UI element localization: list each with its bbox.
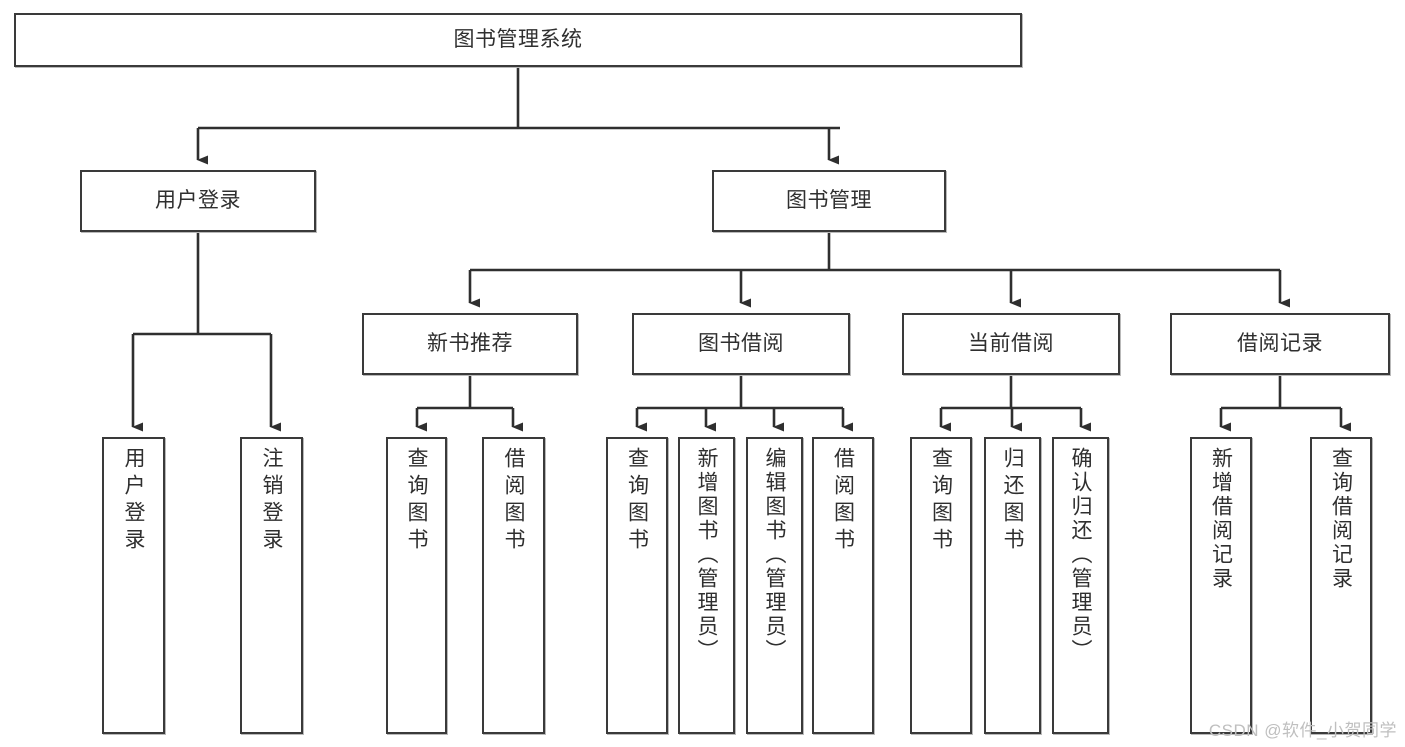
node-label: 用户登录 bbox=[122, 447, 145, 555]
node-leaf-borrow-book-new[interactable]: 借阅图书 bbox=[482, 437, 545, 734]
node-borrow-record[interactable]: 借阅记录 bbox=[1170, 313, 1390, 375]
node-leaf-query-book-current[interactable]: 查询图书 bbox=[910, 437, 972, 734]
node-leaf-user-login[interactable]: 用户登录 bbox=[102, 437, 165, 734]
node-leaf-query-book-new[interactable]: 查询图书 bbox=[386, 437, 447, 734]
node-leaf-add-borrow-record[interactable]: 新增借阅记录 bbox=[1190, 437, 1252, 734]
node-label: 借阅图书 bbox=[831, 447, 855, 555]
node-label: 用户登录 bbox=[155, 188, 241, 212]
node-label: 图书管理 bbox=[786, 188, 872, 212]
node-label: 当前借阅 bbox=[968, 331, 1054, 355]
node-label: 确认归还（管理员） bbox=[1069, 447, 1092, 663]
node-root-system[interactable]: 图书管理系统 bbox=[14, 13, 1022, 67]
node-label: 查询图书 bbox=[625, 447, 649, 555]
node-label: 归还图书 bbox=[1001, 447, 1024, 555]
node-leaf-confirm-return-admin[interactable]: 确认归还（管理员） bbox=[1052, 437, 1109, 734]
node-new-book-recommend[interactable]: 新书推荐 bbox=[362, 313, 578, 375]
node-user-login[interactable]: 用户登录 bbox=[80, 170, 316, 232]
node-label: 图书借阅 bbox=[698, 331, 784, 355]
node-leaf-query-borrow-record[interactable]: 查询借阅记录 bbox=[1310, 437, 1372, 734]
node-leaf-add-book-admin[interactable]: 新增图书（管理员） bbox=[678, 437, 735, 734]
node-label: 借阅记录 bbox=[1237, 331, 1323, 355]
node-label: 查询图书 bbox=[405, 447, 428, 555]
node-label: 新书推荐 bbox=[427, 331, 513, 355]
node-label: 新增图书（管理员） bbox=[695, 447, 718, 663]
node-leaf-return-book[interactable]: 归还图书 bbox=[984, 437, 1041, 734]
node-label: 编辑图书（管理员） bbox=[763, 447, 786, 663]
node-book-borrow[interactable]: 图书借阅 bbox=[632, 313, 850, 375]
node-label: 查询借阅记录 bbox=[1329, 447, 1353, 591]
node-label: 新增借阅记录 bbox=[1209, 447, 1233, 591]
node-label: 查询图书 bbox=[929, 447, 953, 555]
node-label: 借阅图书 bbox=[502, 447, 525, 555]
node-leaf-edit-book-admin[interactable]: 编辑图书（管理员） bbox=[746, 437, 803, 734]
node-label: 图书管理系统 bbox=[453, 27, 583, 51]
node-leaf-borrow-book[interactable]: 借阅图书 bbox=[812, 437, 874, 734]
node-current-borrow[interactable]: 当前借阅 bbox=[902, 313, 1120, 375]
node-label: 注销登录 bbox=[260, 447, 283, 555]
node-leaf-query-book-borrow[interactable]: 查询图书 bbox=[606, 437, 668, 734]
node-leaf-logout[interactable]: 注销登录 bbox=[240, 437, 303, 734]
node-book-management[interactable]: 图书管理 bbox=[712, 170, 946, 232]
